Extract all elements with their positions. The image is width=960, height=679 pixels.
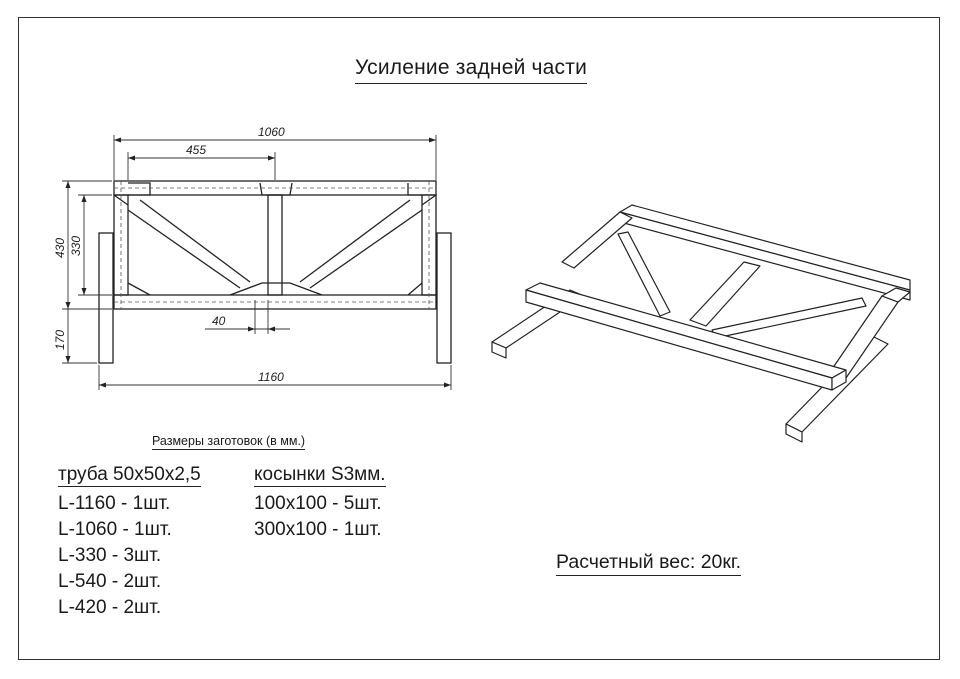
list-item: L-330 - 3шт. xyxy=(58,545,162,566)
list-item: 100х100 - 5шт. xyxy=(254,493,382,514)
weight-label: Расчетный вес: 20кг. xyxy=(556,551,742,576)
blanks-title: Размеры заготовок (в мм.) xyxy=(152,434,306,450)
dim-1060: 1060 xyxy=(258,125,285,139)
dim-430: 430 xyxy=(53,238,67,258)
center-post xyxy=(267,194,283,296)
dim-330: 330 xyxy=(69,236,83,256)
left-leg xyxy=(98,232,114,364)
list-item: L-420 - 2шт. xyxy=(58,597,162,618)
list-item: L-1060 - 1шт. xyxy=(58,519,172,540)
dim-455: 455 xyxy=(186,143,206,157)
gusset-list: косынки S3мм. 100х100 - 5шт. 300х100 - 1… xyxy=(254,462,386,543)
gusset-top-right xyxy=(407,183,422,196)
dim-1160: 1160 xyxy=(258,370,284,384)
right-leg xyxy=(436,232,452,364)
dim-170: 170 xyxy=(53,330,67,350)
gusset-header: косынки S3мм. xyxy=(254,464,386,487)
tube-list: труба 50х50х2,5 L-1160 - 1шт. L-1060 - 1… xyxy=(58,462,201,621)
list-item: L-540 - 2шт. xyxy=(58,571,162,592)
drawing-frame xyxy=(18,17,940,660)
tube-header: труба 50х50х2,5 xyxy=(58,464,201,487)
drawing-title: Усиление задней части xyxy=(355,56,588,84)
list-item: L-1160 - 1шт. xyxy=(58,493,171,514)
dim-40: 40 xyxy=(212,314,226,328)
gusset-top-left xyxy=(128,182,151,196)
list-item: 300х100 - 1шт. xyxy=(254,519,382,540)
